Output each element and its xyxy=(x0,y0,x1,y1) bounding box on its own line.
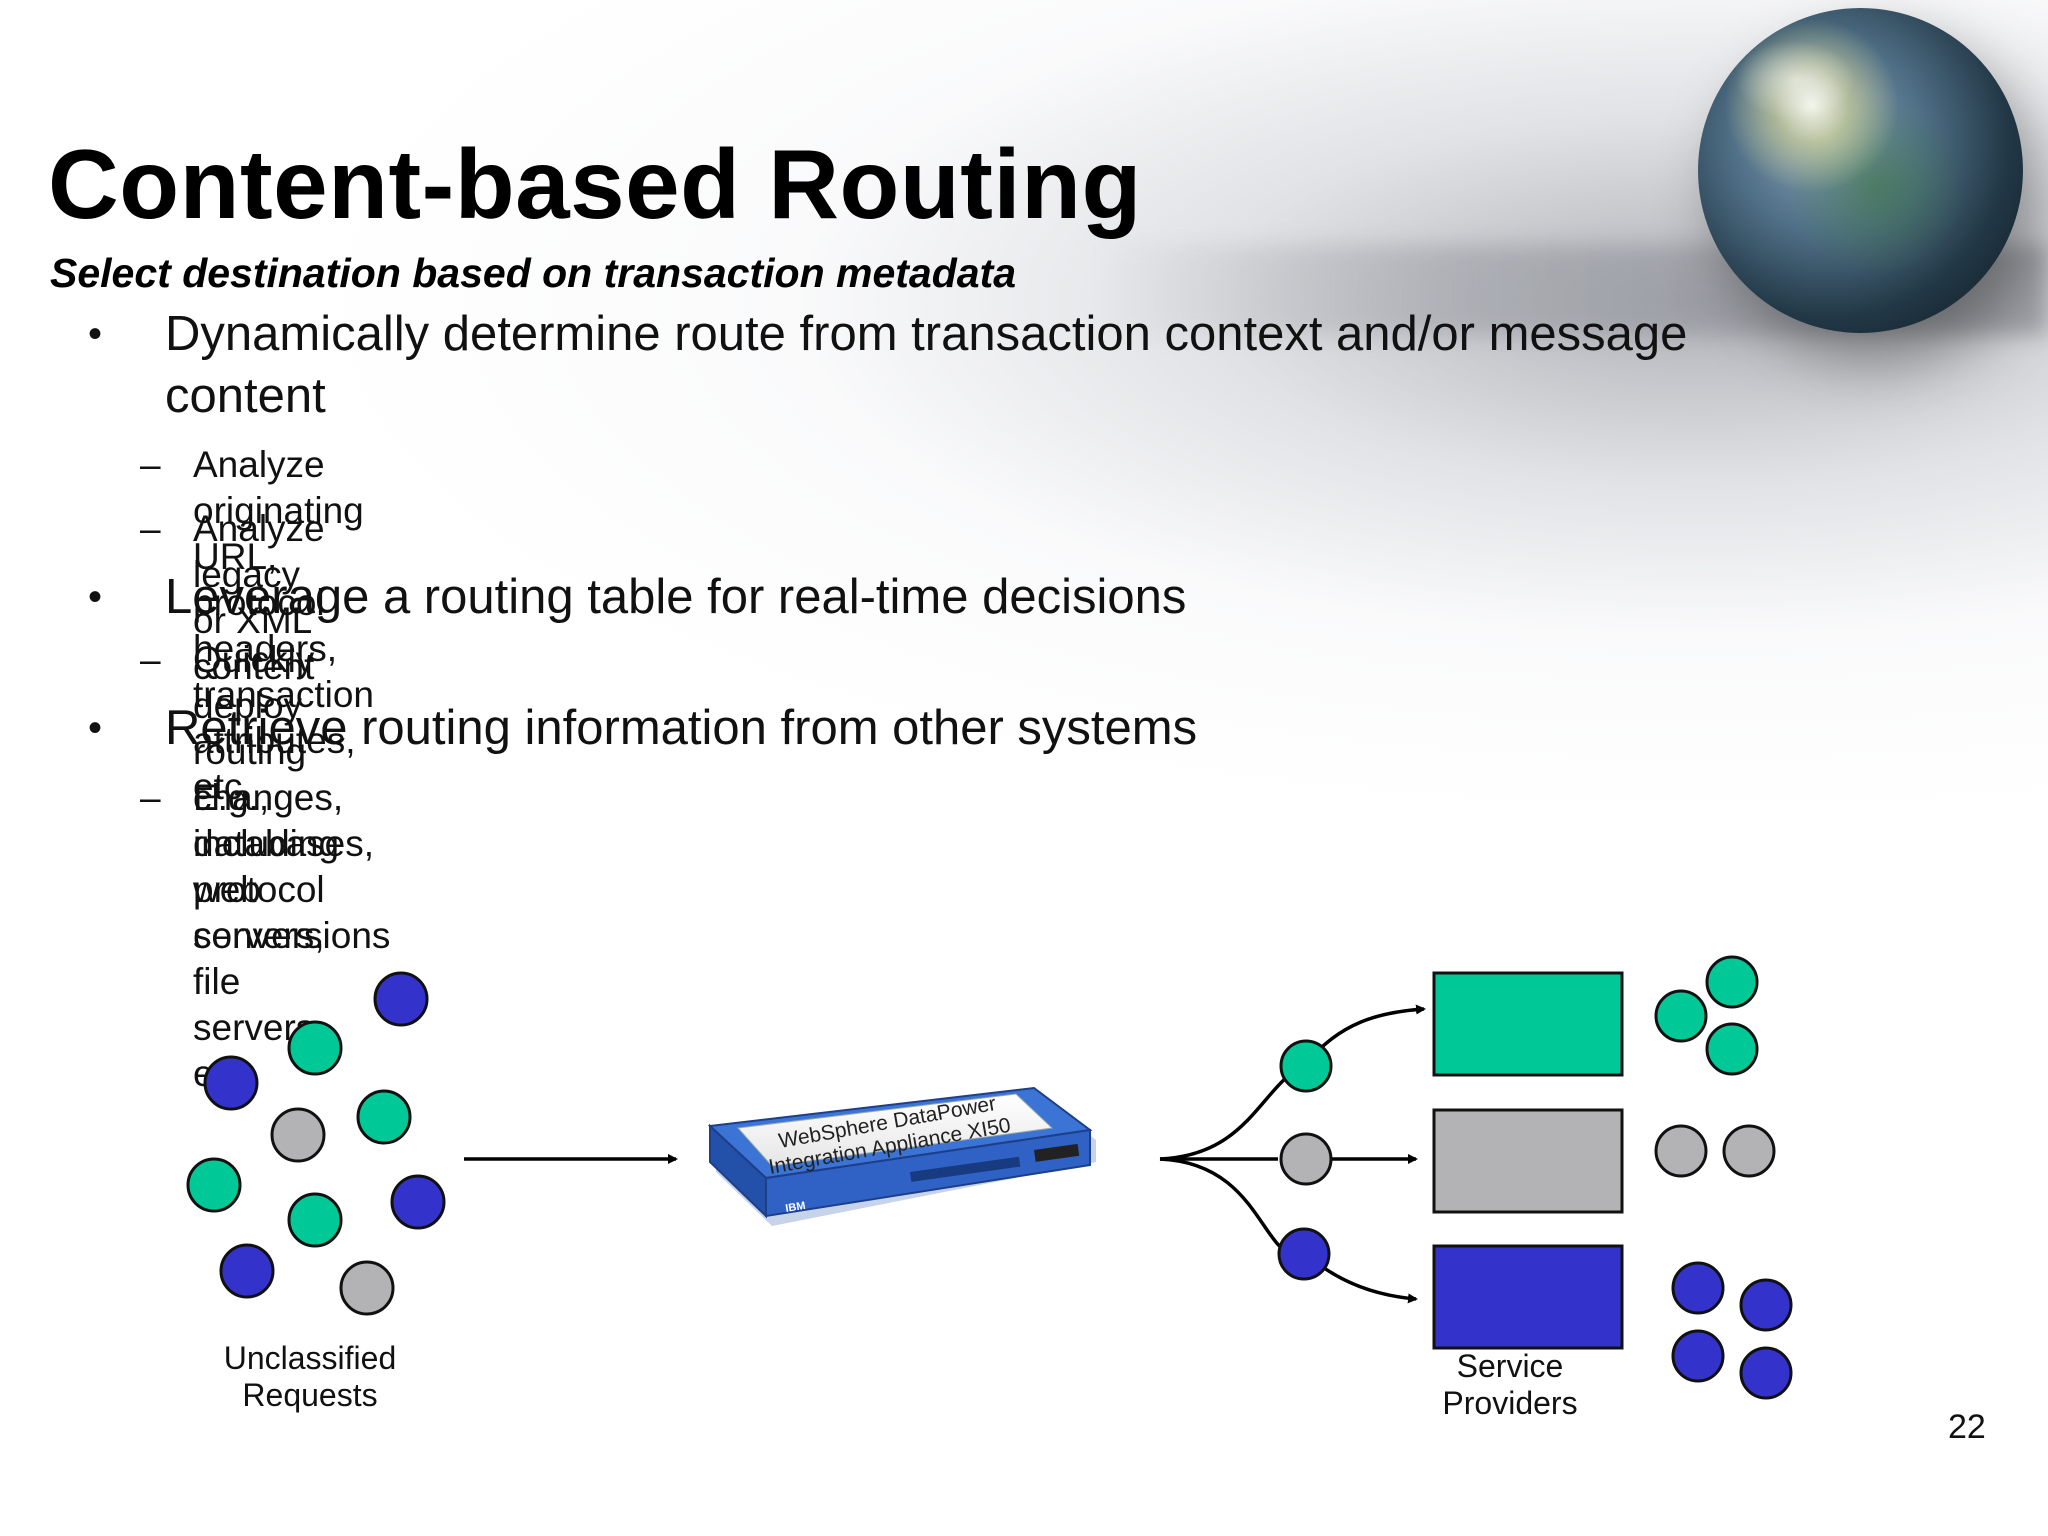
request-circle-green xyxy=(186,1157,242,1213)
slide-title: Content-based Routing xyxy=(48,129,1142,239)
routed-circle-green xyxy=(1279,1039,1333,1093)
delivered-circle-blue xyxy=(1739,1278,1793,1332)
service-provider-gray xyxy=(1432,1108,1624,1214)
delivered-circle-green xyxy=(1705,1022,1759,1076)
appliance-label-panel xyxy=(736,1093,1054,1167)
datapower-appliance: WebSphere DataPower Integration Applianc… xyxy=(707,1086,1096,1226)
sub-bullet-item: Quickly deploy routing changes, includin… xyxy=(193,639,391,956)
delivered-circle-blue xyxy=(1671,1261,1725,1315)
bullet-item: Leverage a routing table for real-time d… xyxy=(165,570,1187,624)
slide-subtitle: Select destination based on transaction … xyxy=(50,250,1017,296)
label-line: Requests xyxy=(242,1377,378,1413)
globe-highlight xyxy=(1735,40,1855,120)
request-circle-gray xyxy=(270,1107,326,1163)
delivered-circle-blue xyxy=(1739,1346,1793,1400)
page-number: 22 xyxy=(1948,1408,1986,1446)
service-providers-label: Service Providers xyxy=(1380,1348,1640,1422)
request-circle-blue xyxy=(219,1243,275,1299)
sub-bullet-marker: – xyxy=(140,444,161,485)
sub-bullet-item: Analyze originating URL, protocol header… xyxy=(193,444,374,807)
sub-bullet-marker: – xyxy=(140,508,161,549)
label-line: Providers xyxy=(1442,1385,1578,1421)
request-circle-green xyxy=(287,1020,343,1076)
label-line: Unclassified xyxy=(223,1340,397,1376)
delivered-circle-gray xyxy=(1654,1124,1708,1178)
appliance-ports xyxy=(1034,1143,1080,1162)
request-circle-green xyxy=(356,1089,412,1145)
sub-bullet-marker: – xyxy=(140,639,161,680)
unclassified-requests-label: Unclassified Requests xyxy=(180,1340,440,1414)
unclassified-requests-cluster xyxy=(186,971,446,1316)
delivered-messages xyxy=(1654,955,1793,1400)
bullet-marker: • xyxy=(88,312,103,356)
bullet-item: Dynamically determine route from transac… xyxy=(165,307,1688,423)
appliance-brand: IBM xyxy=(785,1200,807,1215)
sub-bullet-marker: – xyxy=(140,777,161,818)
delivered-circle-green xyxy=(1654,989,1708,1043)
request-circle-blue xyxy=(373,971,429,1027)
request-circle-gray xyxy=(339,1260,395,1316)
bullet-marker: • xyxy=(88,575,103,619)
delivered-circle-green xyxy=(1705,955,1759,1009)
request-circle-blue xyxy=(203,1055,259,1111)
request-circle-blue xyxy=(390,1174,446,1230)
routed-circle-blue xyxy=(1277,1227,1331,1281)
route-branch-blue xyxy=(1159,1157,1291,1256)
label-line: Service xyxy=(1456,1348,1564,1384)
sub-bullet-item: Analyze legacy or XML content xyxy=(193,508,325,687)
appliance-vent xyxy=(910,1156,1021,1182)
service-provider-green xyxy=(1432,971,1624,1077)
bullet-marker: • xyxy=(88,706,103,750)
delivered-circle-blue xyxy=(1671,1329,1725,1383)
routed-circle-gray xyxy=(1279,1132,1333,1186)
request-circle-green xyxy=(287,1192,343,1248)
bullet-item: Retrieve routing information from other … xyxy=(165,701,1198,755)
service-provider-blue xyxy=(1432,1244,1624,1350)
delivered-circle-gray xyxy=(1722,1124,1776,1178)
